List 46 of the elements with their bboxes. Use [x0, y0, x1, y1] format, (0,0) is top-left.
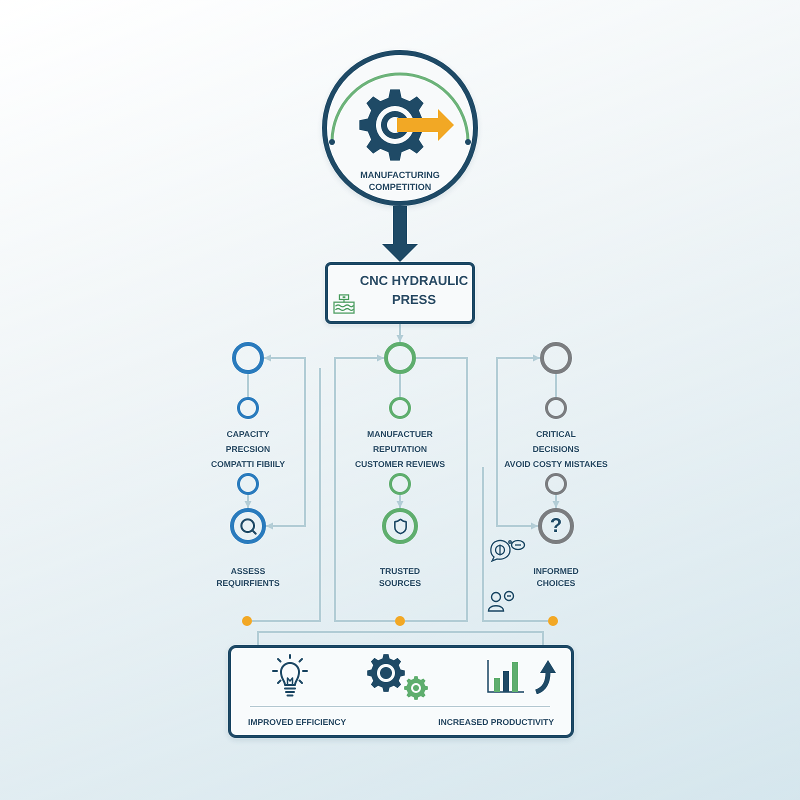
arrow [244, 495, 252, 508]
node-title: MANUFACTURING COMPETITION [359, 170, 441, 193]
step-circle [389, 397, 411, 419]
node-caption: AVOID COSTY MISTAKES [504, 458, 608, 471]
node-caption: PRECSION [226, 443, 270, 456]
node-caption: MANUFACTUER REPUTATION [366, 428, 434, 456]
connector-line [555, 374, 557, 397]
arrow [496, 354, 540, 530]
connector-line [482, 467, 548, 622]
step-circle [237, 473, 259, 495]
connector-line [405, 357, 468, 622]
connector-line [247, 374, 249, 397]
node-caption: CUSTOMER REVIEWS [354, 458, 446, 471]
step-circle [384, 342, 416, 374]
connector-line [399, 374, 401, 397]
node-caption: TRUSTED SOURCES [378, 565, 422, 589]
arrow [396, 495, 404, 508]
node-label: ? [550, 516, 562, 536]
outcome-panel [228, 645, 574, 738]
junction-dot [242, 616, 252, 626]
arrow [396, 324, 404, 342]
step-circle [237, 397, 259, 419]
node-caption: INFORMED CHOICES [532, 565, 580, 589]
step-circle [382, 508, 418, 544]
step-circle [545, 473, 567, 495]
step-circle [538, 508, 574, 544]
process-box [325, 262, 475, 324]
arrow [264, 354, 306, 530]
arrow [382, 206, 418, 262]
arrow [334, 354, 395, 622]
node-caption: CRITICAL DECISIONS [532, 428, 580, 456]
junction-dot [395, 616, 405, 626]
connector-line [252, 368, 321, 622]
step-circle [232, 342, 264, 374]
outcome-text: INCREASED PRODUCTIVITY [438, 716, 554, 728]
arrow [552, 495, 560, 508]
step-circle [540, 342, 572, 374]
node-caption: COMPATTI FIBIILY [211, 458, 285, 471]
node-title: CNC HYDRAULIC PRESS [358, 272, 470, 309]
step-circle [545, 397, 567, 419]
outcome-text: IMPROVED EFFICIENCY [248, 716, 346, 728]
node-caption: ASSESS REQUIRFIENTS [215, 565, 281, 589]
step-circle [389, 473, 411, 495]
node-caption: CAPACITY [226, 428, 270, 441]
junction-dot [548, 616, 558, 626]
step-circle [230, 508, 266, 544]
